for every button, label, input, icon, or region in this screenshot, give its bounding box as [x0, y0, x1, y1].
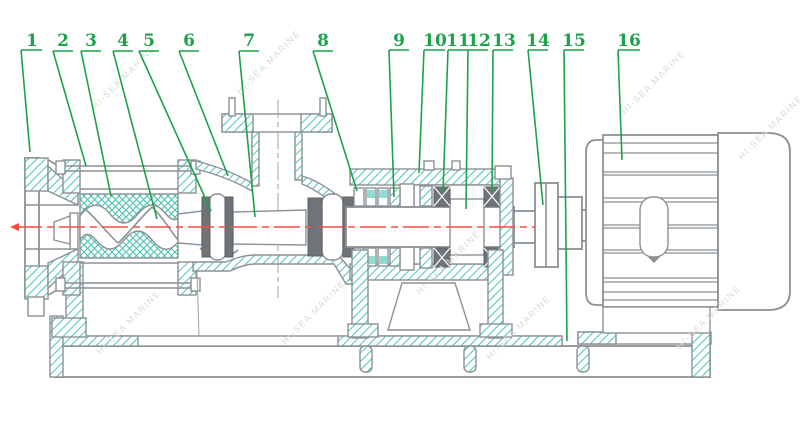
oil-filler-plug: [423, 160, 435, 171]
callout-5: 5: [138, 31, 212, 212]
callout-16: 16: [617, 31, 641, 161]
suction-body: [192, 160, 355, 337]
motor-center-boss: [639, 196, 669, 258]
watermark: HI-SEA MARINE: [619, 48, 687, 116]
callout-6: 6: [178, 31, 229, 177]
bearing-pedestal: [347, 249, 513, 339]
callout-1: 1: [20, 31, 42, 153]
callout-label: 15: [562, 31, 586, 51]
callout-13: 13: [491, 31, 516, 192]
watermark: HI-SEA MARINE: [89, 43, 157, 111]
callout-label: 10: [423, 31, 447, 51]
motor-feet: [602, 306, 711, 334]
callout-label: 6: [183, 31, 195, 51]
callout-11: 11: [442, 31, 470, 193]
callout-9: 9: [388, 31, 409, 198]
callout-label: 5: [143, 31, 155, 51]
callout-7: 7: [238, 31, 259, 218]
pedestal-gusset: [387, 282, 471, 331]
callout-10: 10: [418, 31, 447, 174]
suction-flange: [221, 97, 333, 298]
callout-label: 2: [57, 31, 69, 51]
callout-label: 3: [85, 31, 97, 51]
flange-stud: [319, 97, 327, 117]
callout-label: 13: [492, 31, 516, 51]
callout-4: 4: [112, 31, 158, 220]
callout-15: 15: [562, 31, 586, 342]
callout-8: 8: [312, 31, 358, 192]
ball-bearing: [433, 186, 451, 268]
coupling: [534, 182, 590, 268]
callout-12: 12: [465, 31, 491, 210]
callout-label: 1: [26, 31, 38, 51]
callout-3: 3: [80, 31, 112, 197]
callout-label: 14: [526, 31, 550, 51]
callout-label: 11: [446, 31, 470, 51]
callout-label: 16: [617, 31, 641, 51]
callouts: 1 2 3 4 5 6 7 8: [20, 31, 641, 342]
flange-stud: [228, 97, 236, 117]
rotor-screw: [53, 204, 203, 250]
callout-label: 12: [467, 31, 491, 51]
baseplate: [49, 315, 712, 378]
callout-label: 4: [117, 31, 129, 51]
callout-label: 8: [317, 31, 329, 51]
motor: [585, 132, 791, 334]
callout-14: 14: [526, 31, 550, 206]
callout-2: 2: [52, 31, 87, 167]
callout-label: 9: [393, 31, 405, 51]
callout-label: 7: [243, 31, 255, 51]
centerline: [10, 223, 535, 231]
